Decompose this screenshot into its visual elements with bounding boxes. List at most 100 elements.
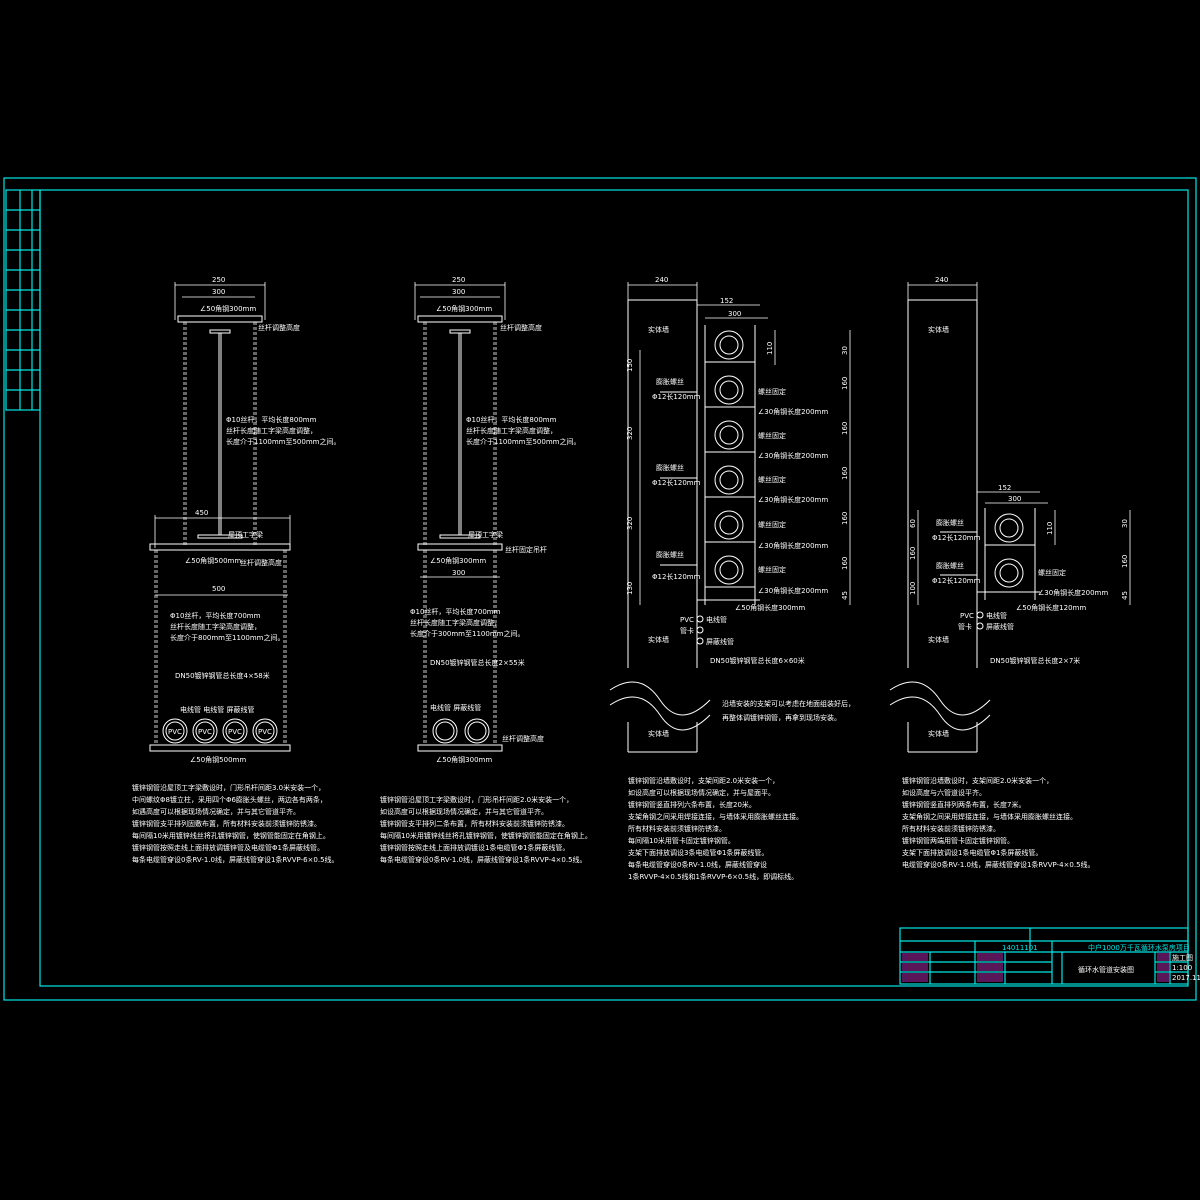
svg-text:60: 60 <box>909 519 917 528</box>
view-4-wall-bracket-two: 240 实体墙 实体墙 实体墙 152 300 膨胀螺丝 Φ12长120mm 膨… <box>889 276 1131 753</box>
svg-text:PVC: PVC <box>258 728 272 736</box>
v2-pipe-2 <box>464 718 490 744</box>
svg-text:∠30角钢长度200mm: ∠30角钢长度200mm <box>758 586 828 595</box>
v2-pipe-labels: 电线管 屏蔽线管 <box>430 703 481 712</box>
svg-text:160: 160 <box>909 547 917 560</box>
title-block: 14011101 中户1000万千瓦循环水泵房项目 循环水管道安装图 施工图 1… <box>899 927 1200 985</box>
v2-dim-top-outer: 250 <box>452 276 465 284</box>
v2-angle-mid: ∠50角钢300mm <box>430 556 486 565</box>
svg-text:如设高度可以根据现场情况确定，并与其它管道平齐。: 如设高度可以根据现场情况确定，并与其它管道平齐。 <box>380 807 548 816</box>
svg-text:∠30角钢长度200mm: ∠30角钢长度200mm <box>758 407 828 416</box>
svg-text:Φ12长120mm: Φ12长120mm <box>932 576 981 585</box>
v2-angle-bottom: ∠50角钢300mm <box>436 755 492 764</box>
svg-text:膨胀螺丝: 膨胀螺丝 <box>936 561 964 570</box>
tb-scale: 1:100 <box>1172 964 1192 972</box>
v2-rod-note-3: 长度介于1100mm至500mm之间。 <box>466 437 580 446</box>
v1-pipe-3: PVC <box>222 718 248 744</box>
svg-text:PVC: PVC <box>960 612 974 620</box>
v3-note-2: 再整体调镀锌钢管，再拿到现场安装。 <box>722 713 841 722</box>
svg-text:∠30角钢长度200mm: ∠30角钢长度200mm <box>758 451 828 460</box>
svg-text:支架角钢之间采用焊接连接，与墙体采用膨胀螺丝连接。: 支架角钢之间采用焊接连接，与墙体采用膨胀螺丝连接。 <box>902 812 1077 821</box>
svg-text:镀锌钢管竖直排列两条布置，长度7米。: 镀锌钢管竖直排列两条布置，长度7米。 <box>902 800 1025 809</box>
svg-text:螺丝固定: 螺丝固定 <box>758 565 786 574</box>
v1-pipe-4: PVC <box>252 718 278 744</box>
svg-text:110: 110 <box>1046 522 1054 535</box>
notes-3: 镀锌钢管沿墙敷设时，支架间距2.0米安装一个， 如设高度可以根据现场情况确定，并… <box>628 776 803 881</box>
v2-label-bottom: 丝杆调整高度 <box>502 734 544 743</box>
v1-angle-bottom: ∠50角钢500mm <box>190 755 246 764</box>
svg-text:螺丝固定: 螺丝固定 <box>758 431 786 440</box>
svg-text:110: 110 <box>766 342 774 355</box>
svg-text:膨胀螺丝: 膨胀螺丝 <box>936 518 964 527</box>
svg-text:如设高度与六管道设平齐。: 如设高度与六管道设平齐。 <box>902 788 986 797</box>
svg-text:∠30角钢长度200mm: ∠30角钢长度200mm <box>1038 588 1108 597</box>
v1-angle-top: ∠50角钢300mm <box>200 304 256 313</box>
svg-text:320: 320 <box>626 427 634 440</box>
v3-wall-dim: 240 <box>655 276 668 284</box>
view-3-wall-bracket-six: 240 实体墙 实体墙 实体墙 150 320 320 130 152 300 <box>609 276 855 753</box>
inner-frame <box>39 189 1189 987</box>
svg-text:Φ12长120mm: Φ12长120mm <box>652 572 701 581</box>
tb-project: 中户1000万千瓦循环水泵房项目 <box>1088 943 1190 952</box>
svg-text:∠30角钢长度200mm: ∠30角钢长度200mm <box>758 541 828 550</box>
view-2-ceiling-hanger: 250 300 ∠50角钢300mm 丝杆调整高度 Φ10丝杆，平均长度800m… <box>410 276 580 764</box>
svg-text:45: 45 <box>1121 591 1129 600</box>
svg-text:每间隔10米用管卡固定镀锌钢管。: 每间隔10米用管卡固定镀锌钢管。 <box>628 836 735 845</box>
tb-cert-no: 14011101 <box>1002 944 1038 952</box>
v3-note-1: 沿墙安装的支架可以考虑在地面组装好后， <box>722 699 855 708</box>
v1-dim-top-inner: 300 <box>212 288 225 296</box>
v3-pipes <box>714 330 744 585</box>
svg-text:30: 30 <box>841 346 849 355</box>
svg-text:膨胀螺丝: 膨胀螺丝 <box>656 463 684 472</box>
svg-text:螺丝固定: 螺丝固定 <box>758 475 786 484</box>
svg-text:镀锌钢管沿墙敷设时，支架间距2.0米安装一个，: 镀锌钢管沿墙敷设时，支架间距2.0米安装一个， <box>902 776 1053 785</box>
v4-wall-label-bottom: 实体墙 <box>928 729 949 738</box>
svg-text:每条电缆管穿设0条RV-1.0线，屏蔽线管穿设: 每条电缆管穿设0条RV-1.0线，屏蔽线管穿设 <box>628 860 767 869</box>
svg-text:如遇高度可以根据现场情况确定，并与其它管道平齐。: 如遇高度可以根据现场情况确定，并与其它管道平齐。 <box>132 807 300 816</box>
v1-angle-mid: ∠50角钢500mm <box>185 556 241 565</box>
v2-rod-note-2: 丝杆长度随工字梁高度调整， <box>466 426 557 435</box>
v1-pipe-total: DN50镀锌钢管总长度4×58米 <box>175 671 270 680</box>
svg-text:屏蔽线管: 屏蔽线管 <box>706 637 734 646</box>
svg-text:160: 160 <box>841 512 849 525</box>
svg-text:100: 100 <box>909 582 917 595</box>
v3-dim-152: 152 <box>720 297 733 305</box>
v3-wall-label-mid: 实体墙 <box>648 635 669 644</box>
svg-text:膨胀螺丝: 膨胀螺丝 <box>656 550 684 559</box>
view-1-ceiling-hanger: 250 300 ∠50角钢300mm 丝杆调整高度 Φ10丝杆，平均长度800m… <box>149 276 340 764</box>
svg-text:∠50角钢长度300mm: ∠50角钢长度300mm <box>735 603 805 612</box>
svg-text:支架下面排放调设3条电缆管Φ1条屏蔽线管。: 支架下面排放调设3条电缆管Φ1条屏蔽线管。 <box>628 848 768 857</box>
v2-rod2-note-1: Φ10丝杆，平均长度700mm <box>410 607 501 616</box>
svg-text:PVC: PVC <box>198 728 212 736</box>
svg-text:镀锌钢管按照走线上面排放调镀设1条电缆管Φ1条屏蔽线管。: 镀锌钢管按照走线上面排放调镀设1条电缆管Φ1条屏蔽线管。 <box>380 843 569 852</box>
svg-text:螺丝固定: 螺丝固定 <box>758 520 786 529</box>
v2-rod2-note-3: 长度介于300mm至1100mm之间。 <box>410 629 524 638</box>
svg-text:支架角钢之间采用焊接连接，与墙体采用膨胀螺丝连接。: 支架角钢之间采用焊接连接，与墙体采用膨胀螺丝连接。 <box>628 812 803 821</box>
svg-text:152: 152 <box>998 484 1011 492</box>
svg-text:如设高度可以根据现场情况确定，并与屋面平。: 如设高度可以根据现场情况确定，并与屋面平。 <box>628 788 775 797</box>
svg-text:PVC: PVC <box>168 728 182 736</box>
svg-text:管卡: 管卡 <box>958 622 972 631</box>
svg-text:电线管: 电线管 <box>706 615 727 624</box>
tb-drawing-title: 循环水管道安装图 <box>1078 965 1134 974</box>
svg-text:管卡: 管卡 <box>680 626 694 635</box>
svg-text:Φ12长120mm: Φ12长120mm <box>652 478 701 487</box>
svg-text:∠50角钢长度120mm: ∠50角钢长度120mm <box>1016 603 1086 612</box>
v1-rod-note-2: 丝杆长度随工字梁高度调整， <box>226 426 317 435</box>
v2-rod-note-1: Φ10丝杆，平均长度800mm <box>466 415 557 424</box>
v4-wall-label-top: 实体墙 <box>928 325 949 334</box>
svg-text:1条RVVP-4×0.5线和1条RVVP-6×0.5线，即调: 1条RVVP-4×0.5线和1条RVVP-6×0.5线，即调标线。 <box>628 872 798 881</box>
svg-text:45: 45 <box>841 591 849 600</box>
notes-1: 镀锌钢管沿屋顶工字梁敷设时，门形吊杆间距3.0米安装一个， 中间螺纹Φ8镀立柱，… <box>132 783 339 864</box>
v2-fix-label: 丝杆固定吊杆 <box>505 545 547 554</box>
svg-text:镀锌钢管支平排列固敷布置，所有材料安装前须镀锌防锈漆。: 镀锌钢管支平排列固敷布置，所有材料安装前须镀锌防锈漆。 <box>132 819 321 828</box>
svg-text:160: 160 <box>841 467 849 480</box>
svg-text:160: 160 <box>841 557 849 570</box>
v2-label-top: 丝杆调整高度 <box>500 323 542 332</box>
notes-4: 镀锌钢管沿墙敷设时，支架间距2.0米安装一个， 如设高度与六管道设平齐。 镀锌钢… <box>902 776 1095 869</box>
v1-label-top: 丝杆调整高度 <box>258 323 300 332</box>
svg-text:160: 160 <box>841 422 849 435</box>
v3-wall-label-bottom: 实体墙 <box>648 729 669 738</box>
svg-text:电缆管穿设0条RV-1.0线，屏蔽线管穿设1条RVVP-4×: 电缆管穿设0条RV-1.0线，屏蔽线管穿设1条RVVP-4×0.5线。 <box>902 860 1095 869</box>
